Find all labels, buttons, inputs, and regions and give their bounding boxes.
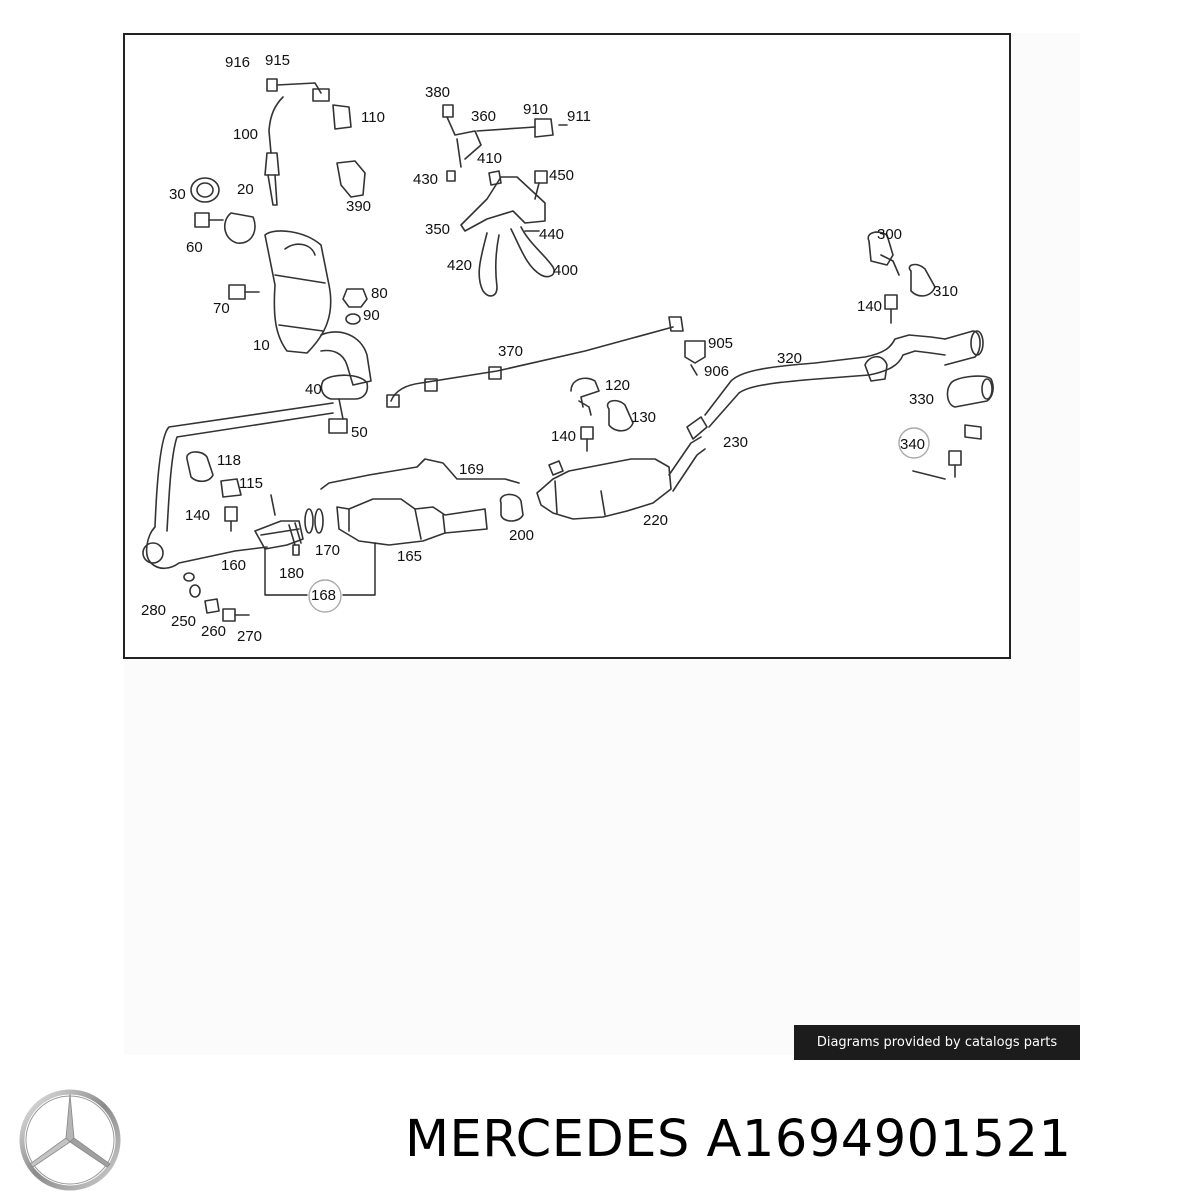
- callout-80: 80: [371, 285, 388, 302]
- credit-banner: Diagrams provided by catalogs parts: [794, 1025, 1080, 1060]
- callout-280: 280: [141, 602, 167, 619]
- callout-400: 400: [553, 262, 579, 279]
- callout-430: 430: [413, 171, 439, 188]
- rear-pipe-part: [704, 330, 994, 428]
- callout-30: 30: [169, 186, 186, 203]
- callout-115: 115: [239, 475, 263, 492]
- callout-180: 180: [279, 565, 305, 582]
- callout-340: 340: [900, 436, 926, 453]
- callout-140-mid: 140: [551, 428, 577, 445]
- exhaust-parts-diagram: 916 915 110 100 390 30 20 60 70 80 90 10…: [123, 33, 1011, 659]
- front-pipe-part: [142, 402, 334, 570]
- callout-170: 170: [315, 542, 341, 559]
- callout-70: 70: [213, 300, 230, 317]
- callout-220: 220: [643, 512, 669, 529]
- kit-bracket-lines: [264, 542, 376, 613]
- callout-120: 120: [605, 377, 631, 394]
- pipe-sleeve-part: [686, 416, 708, 440]
- callout-450: 450: [549, 167, 575, 184]
- callout-310: 310: [933, 283, 959, 300]
- callout-230: 230: [723, 434, 749, 451]
- callout-40: 40: [305, 381, 322, 398]
- callout-915: 915: [265, 52, 291, 69]
- center-muffler-part: [536, 436, 706, 520]
- particulate-filter-part: [336, 498, 488, 546]
- muffler-clamp-part: [499, 493, 524, 522]
- callout-360: 360: [471, 108, 497, 125]
- callout-168: 168: [311, 587, 337, 604]
- callout-140-front: 140: [185, 507, 211, 524]
- callout-910: 910: [523, 101, 549, 118]
- callout-906: 906: [704, 363, 730, 380]
- washer-part: [345, 313, 361, 325]
- callout-130: 130: [631, 409, 657, 426]
- callout-20: 20: [237, 181, 254, 198]
- flange-seal-part: [190, 177, 256, 244]
- fastener-set-part: [183, 572, 250, 622]
- callout-300: 300: [877, 226, 903, 243]
- callout-165: 165: [397, 548, 423, 565]
- callout-911: 911: [567, 108, 591, 125]
- mercedes-star-logo: [19, 1089, 121, 1191]
- callout-270: 270: [237, 628, 263, 645]
- flex-coupling-part: [254, 508, 324, 556]
- bracket-hose-part: [460, 176, 555, 297]
- callout-260: 260: [201, 623, 227, 640]
- callout-140-rear: 140: [857, 298, 883, 315]
- callout-10: 10: [253, 337, 270, 354]
- part-caption: MERCEDES A1694901521: [405, 1110, 1072, 1169]
- pressure-tube-part: [320, 458, 520, 490]
- pressure-sensor-part: [442, 104, 568, 200]
- callout-50: 50: [351, 424, 368, 441]
- connector-part: [898, 424, 982, 480]
- catalytic-converter-part: [228, 230, 372, 386]
- middle-hanger-part: [570, 377, 634, 452]
- callout-250: 250: [171, 613, 197, 630]
- callout-380: 380: [425, 84, 451, 101]
- callout-330: 330: [909, 391, 935, 408]
- nut-part: [342, 288, 368, 308]
- sensor-cable-part: [386, 316, 706, 408]
- pipe-clamp-part: [320, 374, 369, 434]
- callout-410: 410: [477, 150, 503, 167]
- oxygen-sensor-part: [264, 78, 352, 206]
- callout-320: 320: [777, 350, 803, 367]
- callout-905: 905: [708, 335, 734, 352]
- callout-200: 200: [509, 527, 535, 544]
- callout-90: 90: [363, 307, 380, 324]
- clip-part: [336, 160, 366, 198]
- rear-bracket-part: [867, 231, 936, 324]
- callout-118: 118: [217, 452, 241, 469]
- callout-350: 350: [425, 221, 451, 238]
- callout-60: 60: [186, 239, 203, 256]
- diagram-artwork: [142, 78, 994, 622]
- callout-160: 160: [221, 557, 247, 574]
- callout-390: 390: [346, 198, 372, 215]
- callout-169: 169: [459, 461, 485, 478]
- callout-110: 110: [361, 109, 385, 126]
- callout-916: 916: [225, 54, 251, 71]
- callout-440: 440: [539, 226, 565, 243]
- callout-420: 420: [447, 257, 473, 274]
- callout-100: 100: [233, 126, 259, 143]
- callout-370: 370: [498, 343, 524, 360]
- credit-text: Diagrams provided by catalogs parts: [816, 1035, 1058, 1050]
